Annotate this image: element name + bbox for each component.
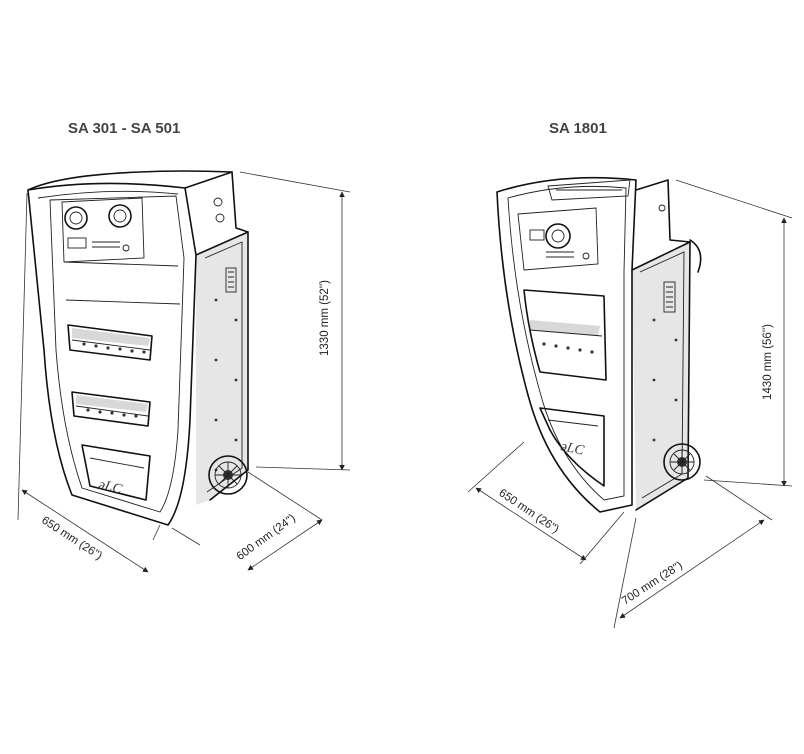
sa1801-width-label: 650 mm (26'') — [496, 487, 561, 536]
sa1801-height-label: 1430 mm (56'') — [762, 324, 774, 400]
sa301-height-label: 1330 mm (52'') — [319, 280, 331, 356]
sa1801-width-dimension: 650 mm (26'') — [467, 441, 625, 565]
sa301-width-label: 650 mm (26'') — [39, 515, 104, 563]
sa1801-depth-label: 700 mm (28'') — [620, 559, 685, 607]
svg-text:ǝLC: ǝLC — [559, 439, 586, 459]
sa1801-height-dimension: 1430 mm (56'') — [675, 179, 793, 487]
model-title-sa1801: SA 1801 — [549, 120, 607, 137]
svg-text:ǝLC: ǝLC — [97, 477, 124, 497]
sa301-sa501-machine-illustration: SA 301 - SA 501 — [27, 120, 249, 526]
sa301-depth-label: 600 mm (24'') — [235, 512, 298, 563]
sa301-depth-dimension: 600 mm (24'') — [171, 471, 323, 571]
sa301-height-dimension: 1330 mm (52'') — [239, 171, 351, 471]
model-title-sa301-sa501: SA 301 - SA 501 — [68, 120, 180, 137]
sa1801-machine-illustration: SA 1801 — [496, 120, 702, 513]
